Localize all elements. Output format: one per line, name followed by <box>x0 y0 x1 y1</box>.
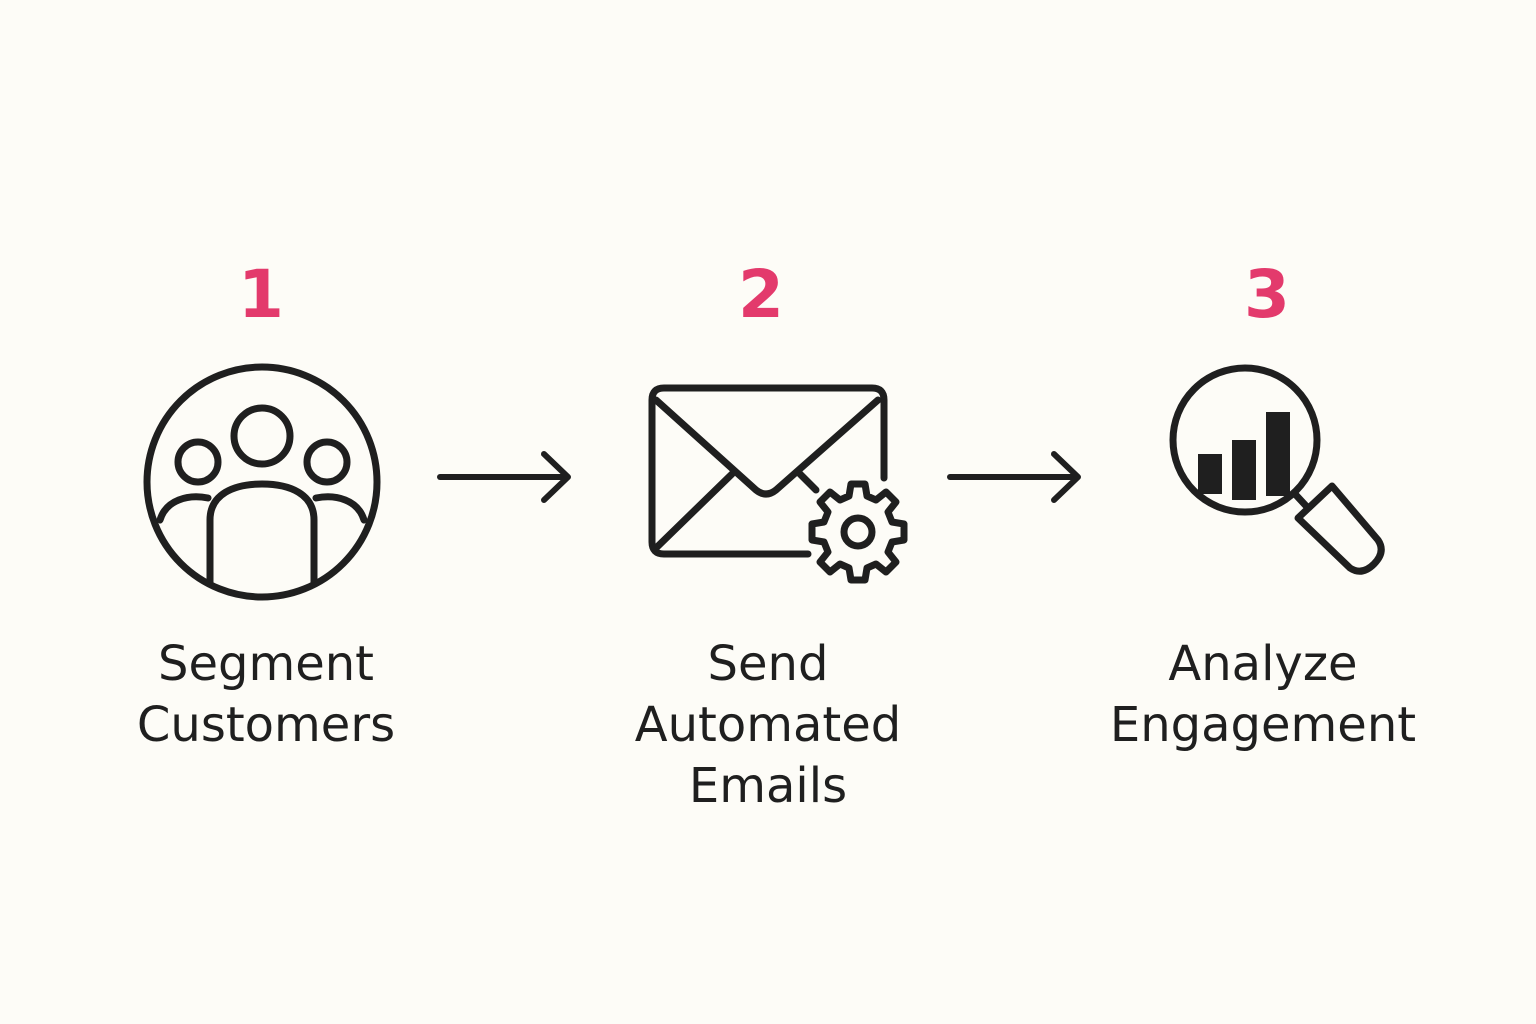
step-1-label: Segment Customers <box>86 634 446 756</box>
step-2-number: 2 <box>738 256 784 333</box>
step-3-label-line-2: Engagement <box>1109 697 1417 753</box>
step-2-label: Send Automated Emails <box>588 634 948 817</box>
step-2-label-line-1: Send <box>707 636 829 692</box>
right-arrow-icon <box>437 451 571 503</box>
step-1-label-line-2: Customers <box>136 697 396 753</box>
email-gear-icon <box>648 384 908 584</box>
step-3-number: 3 <box>1244 256 1290 333</box>
people-group-icon <box>143 363 381 601</box>
step-2-label-line-3: Emails <box>688 758 848 814</box>
step-3-label-line-1: Analyze <box>1168 636 1358 692</box>
magnifier-bar-chart-icon <box>1169 364 1385 575</box>
step-2-label-line-2: Automated <box>634 697 902 753</box>
step-3-label: Analyze Engagement <box>1083 634 1443 756</box>
step-1-label-line-1: Segment <box>158 636 374 692</box>
step-1-number: 1 <box>238 256 284 333</box>
right-arrow-icon <box>947 451 1081 503</box>
